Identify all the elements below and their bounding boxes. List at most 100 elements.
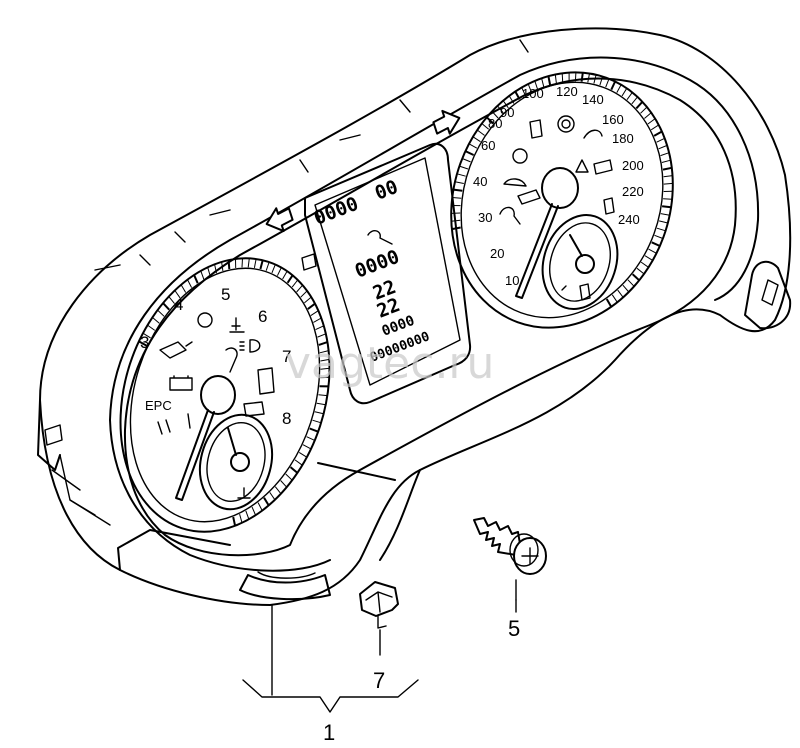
tick-mark [451,219,461,222]
fuel-subgauge [541,214,619,310]
speed-number-80: 80 [488,116,502,131]
tick-mark [599,76,604,86]
tick-mark [274,486,282,495]
tick-mark [232,516,237,527]
tick-mark [265,261,270,271]
door-open-icon [367,230,393,245]
tick-mark [661,159,671,163]
subgauge-temp-icon [237,487,251,499]
tach-number-4: 4 [174,295,183,314]
tick-mark [660,152,670,157]
tick-mark [174,290,181,299]
tick-mark [180,284,187,293]
tick-mark [298,451,308,458]
tick-mark [587,73,590,83]
turn-left-arrow-icon [265,207,294,233]
tick-mark [307,302,316,310]
tick-mark [508,95,515,104]
tick-mark [593,74,597,84]
tick-mark [309,427,319,433]
tick-mark [239,513,243,523]
screw-part [473,517,547,601]
tick-mark [647,118,656,125]
tick-mark [459,165,469,170]
indicator-right-icon [187,413,191,429]
tick-mark [451,226,461,231]
tick-mark [456,173,466,177]
tick-mark [221,261,224,271]
oil-pressure-icon [159,341,193,359]
turn-right-arrow-icon [432,109,461,135]
trailer-icon [529,119,543,139]
callout-leaders [242,599,517,713]
fuel-reserve-icon [301,253,317,271]
battery-small-icon [603,197,615,215]
tach-number-6: 6 [258,307,267,326]
tick-mark [605,298,613,308]
cluster-housing [37,27,792,606]
tick-mark [302,444,312,450]
tick-mark [314,411,324,415]
speedometer: 10 20 30 40 60 80 90 100 120 140 160 180… [450,71,674,329]
tick-mark [644,255,653,261]
tick-mark [168,296,175,304]
clip-part [359,581,399,656]
tick-mark [257,502,263,511]
tick-mark [658,144,668,150]
tick-mark [605,78,610,88]
tick-mark [617,289,624,298]
tick-mark [616,84,622,93]
tick-mark [547,75,552,86]
tick-mark [317,333,326,338]
tick-mark [574,72,577,82]
tick-mark [304,296,312,304]
tick-mark [661,205,672,209]
tick-mark [313,317,322,323]
tach-number-8: 8 [282,409,291,428]
tick-mark [207,267,211,277]
tick-mark [296,284,303,293]
tick-mark [286,274,294,284]
speed-number-140: 140 [582,92,604,107]
tick-mark [656,227,666,232]
tpms-icon [512,148,528,164]
tick-mark [319,350,329,354]
battery-icon [169,375,193,391]
tick-mark [138,340,148,347]
speed-number-20: 20 [490,246,504,261]
tick-mark [289,466,299,474]
tick-mark [157,309,165,317]
tick-mark [497,105,504,114]
tick-mark [468,143,478,149]
tachometer: 3 4 5 6 7 8 EPC [119,257,331,533]
tick-mark [200,270,205,280]
tick-mark [280,480,288,488]
tach-needle-hub [200,375,236,415]
tick-mark [627,279,635,287]
tick-mark [187,279,193,288]
tick-mark [654,234,664,239]
tick-mark [635,101,644,110]
tick-mark [312,419,322,424]
tick-mark [610,81,617,91]
tick-mark [622,284,630,293]
tick-mark [580,72,584,82]
tick-mark [611,294,618,303]
tick-mark [656,137,665,143]
tick-mark [454,181,464,184]
speed-needle [515,203,559,299]
gauge-icon [583,129,603,139]
tick-mark [294,459,303,466]
cross-recess-icon [521,547,539,565]
tick-mark [660,213,670,216]
tachometer-tick-ring [138,258,330,527]
tick-mark [514,91,521,100]
tick-mark [650,124,659,131]
tick-mark [631,273,640,282]
tick-mark [502,100,509,109]
seatbelt-icon [225,347,238,373]
lamp-icon [593,159,613,175]
callout-7: 7 [373,668,385,693]
tick-mark [214,264,217,274]
